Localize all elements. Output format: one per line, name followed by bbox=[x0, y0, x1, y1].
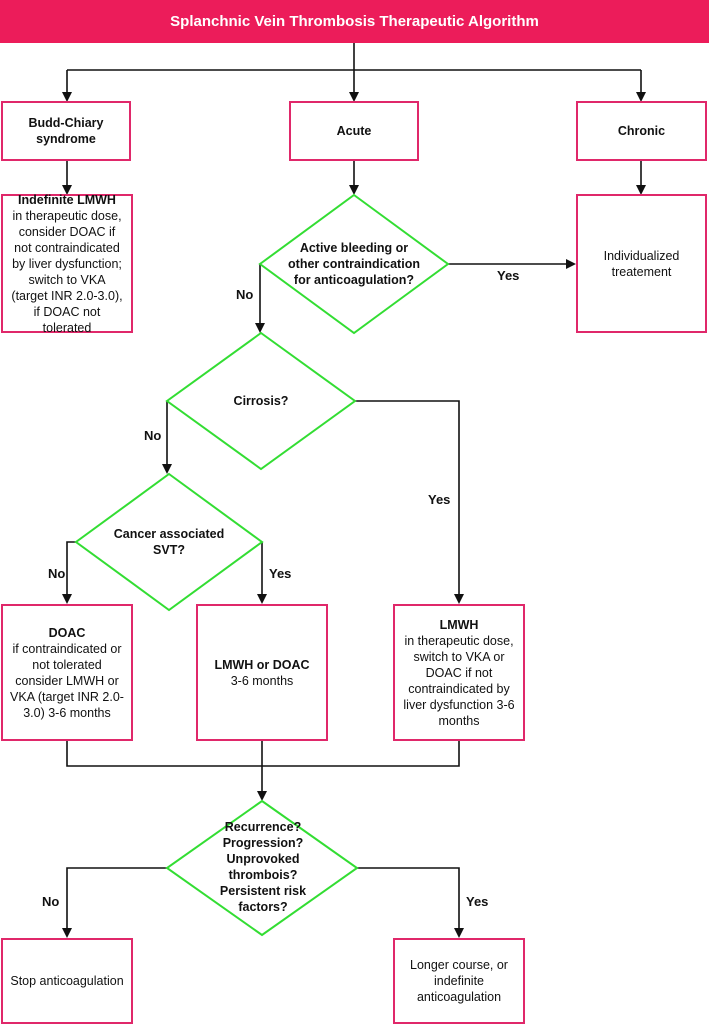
budd-chiari-label: Budd-Chiary syndrome bbox=[28, 116, 104, 146]
cancer-yes-label: Yes bbox=[269, 566, 292, 581]
q-recurrence-text: Recurrence? Progression? Unprovoked thro… bbox=[219, 820, 307, 914]
lmwh-doac-body: 3-6 months bbox=[230, 673, 294, 688]
q-bleeding-text: Active bleeding or other contraindicatio… bbox=[288, 241, 420, 287]
cirrosis-yes-label: Yes bbox=[428, 492, 451, 507]
budd-chiari-box: Budd-Chiary syndrome bbox=[1, 101, 131, 161]
cirrosis-no-label: No bbox=[144, 428, 162, 443]
cancer-no-label: No bbox=[48, 566, 66, 581]
stop-label: Stop anticoagulation bbox=[10, 974, 124, 988]
recurrence-yes-label: Yes bbox=[466, 894, 489, 909]
bleeding-no-label: No bbox=[236, 287, 254, 302]
q-cirrosis-text: Cirrosis? bbox=[233, 394, 289, 408]
budd-treatment-box: Indefinite LMWH in therapeutic dose, con… bbox=[1, 192, 133, 335]
acute-box: Acute bbox=[289, 101, 419, 161]
diamond-cirrosis bbox=[165, 331, 357, 471]
doac-body: if contraindicated or not tolerated cons… bbox=[10, 641, 124, 720]
diagram-title: Splanchnic Vein Thrombosis Therapeutic A… bbox=[0, 0, 709, 43]
doac-box: DOAC if contraindicated or not tolerated… bbox=[1, 604, 133, 741]
individualized-box: Individualized treatement bbox=[576, 194, 707, 333]
diamond-bleeding bbox=[258, 193, 450, 335]
budd-treatment-body: in therapeutic dose, consider DOAC if no… bbox=[11, 208, 123, 335]
stop-box: Stop anticoagulation bbox=[1, 938, 133, 1024]
q-cancer-text: Cancer associated SVT? bbox=[113, 527, 225, 557]
bleeding-yes-label: Yes bbox=[497, 268, 520, 283]
individualized-label: Individualized treatement bbox=[603, 248, 680, 279]
lmwh-body: in therapeutic dose, switch to VKA or DO… bbox=[403, 633, 515, 728]
longer-label: Longer course, or indefinite anticoagula… bbox=[410, 958, 508, 1004]
lmwh-doac-box: LMWH or DOAC 3-6 months bbox=[196, 604, 328, 741]
diamond-recurrence bbox=[165, 799, 359, 937]
chronic-label: Chronic bbox=[617, 124, 666, 138]
budd-treatment-head: Indefinite LMWH bbox=[18, 192, 116, 207]
doac-head: DOAC bbox=[48, 625, 86, 640]
recurrence-no-label: No bbox=[42, 894, 60, 909]
longer-box: Longer course, or indefinite anticoagula… bbox=[393, 938, 525, 1024]
diamond-cancer bbox=[74, 472, 264, 612]
lmwh-head: LMWH bbox=[439, 617, 479, 632]
acute-label: Acute bbox=[336, 124, 372, 138]
lmwh-box: LMWH in therapeutic dose, switch to VKA … bbox=[393, 604, 525, 741]
lmwh-doac-head: LMWH or DOAC bbox=[214, 657, 310, 672]
chronic-box: Chronic bbox=[576, 101, 707, 161]
